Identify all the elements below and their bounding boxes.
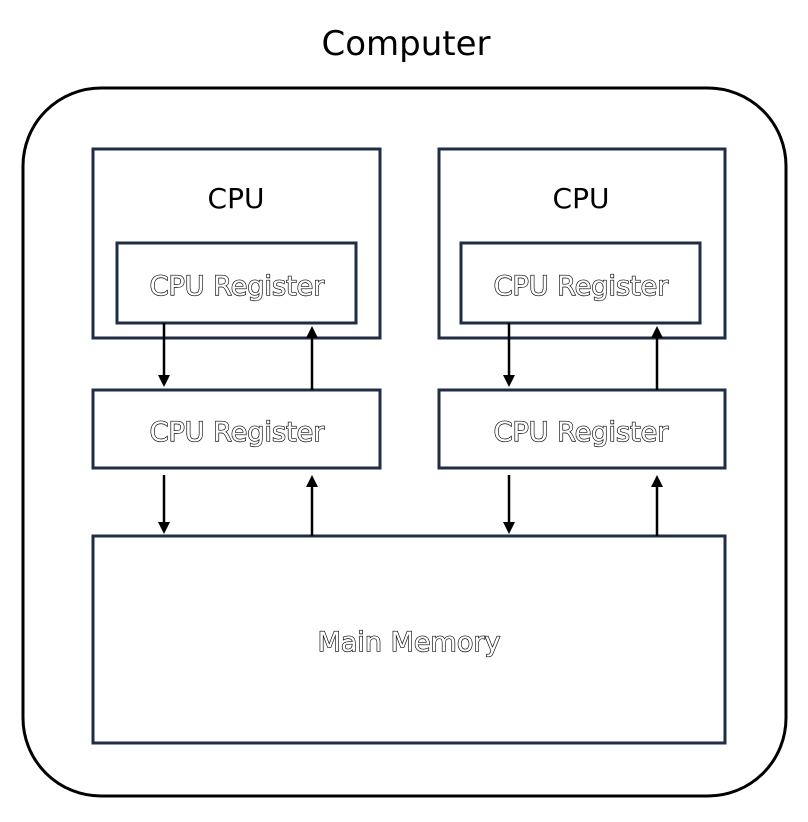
right-cpu-inner-register-box: [459, 241, 702, 325]
right-cpu-inner-register-label: CPU Register: [494, 271, 670, 302]
arrow-right-memory-up: [651, 475, 663, 536]
arrow-left-memory-up: [306, 475, 318, 536]
arrow-head-up: [306, 326, 318, 338]
arrow-left-memory-down: [158, 475, 170, 534]
arrow-right-memory-down: [503, 475, 515, 534]
arrow-right-cpu-up: [651, 326, 663, 390]
arrow-head-down: [158, 375, 170, 387]
arrow-head-down: [503, 522, 515, 534]
diagram-title: Computer: [321, 24, 490, 64]
left-register-box: [91, 388, 382, 470]
left-cpu-inner-register-label: CPU Register: [150, 271, 326, 302]
arrow-head-down: [158, 522, 170, 534]
arrow-head-up: [306, 475, 318, 487]
arrow-head-down: [503, 375, 515, 387]
arrow-head-up: [651, 326, 663, 338]
right-register-label: CPU Register: [494, 417, 670, 448]
main-memory-box: [91, 534, 727, 745]
arrow-head-up: [651, 475, 663, 487]
right-register-box: [437, 388, 727, 470]
arrow-right-cpu-down: [503, 323, 515, 387]
right-cpu-label: CPU: [553, 182, 610, 215]
left-cpu-label: CPU: [208, 182, 265, 215]
right-cpu: CPU CPU Register: [437, 147, 727, 340]
left-register-label: CPU Register: [150, 417, 326, 448]
left-cpu: CPU CPU Register: [91, 147, 382, 340]
main-memory-label: Main Memory: [318, 627, 501, 658]
left-cpu-inner-register-box: [115, 241, 358, 325]
arrow-left-cpu-up: [306, 326, 318, 390]
arrow-left-cpu-down: [158, 323, 170, 387]
